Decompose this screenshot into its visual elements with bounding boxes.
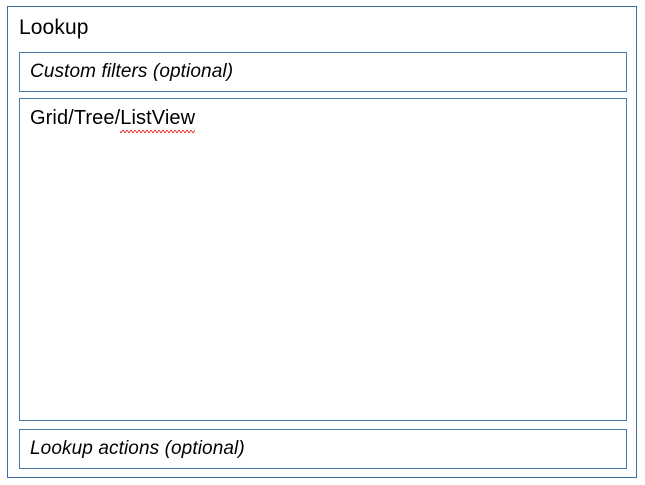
lookup-actions-region[interactable]: Lookup actions (optional) (19, 429, 627, 469)
lookup-actions-label: Lookup actions (optional) (30, 438, 245, 459)
grid-tree-listview-label: Grid/Tree/ListView (30, 106, 196, 133)
grid-tree-listview-label-misspelled: ListView (120, 107, 196, 133)
custom-filters-region[interactable]: Custom filters (optional) (19, 52, 627, 92)
grid-tree-listview-region[interactable]: Grid/Tree/ListView (19, 98, 627, 421)
custom-filters-label: Custom filters (optional) (30, 61, 234, 82)
page-title: Lookup (19, 16, 89, 39)
grid-tree-listview-label-prefix: Grid/Tree/ (30, 107, 121, 129)
lookup-panel: Lookup Custom filters (optional) Grid/Tr… (7, 6, 637, 478)
